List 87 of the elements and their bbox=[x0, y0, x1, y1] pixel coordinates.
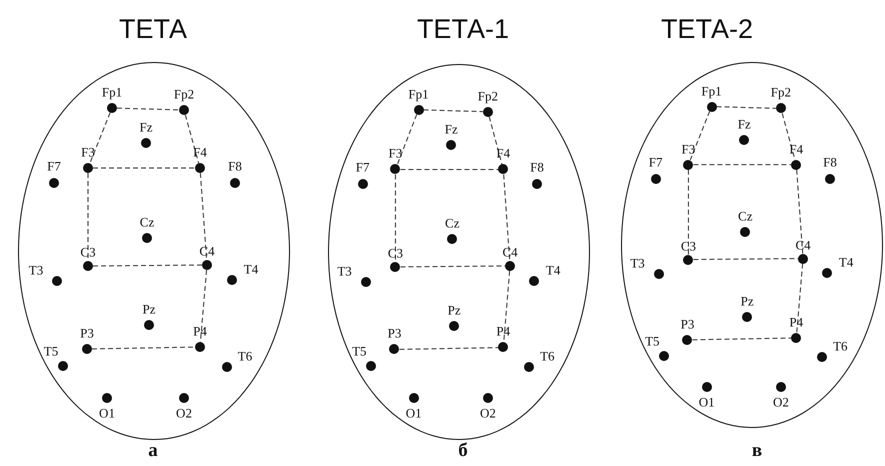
electrode-label: T4 bbox=[244, 262, 258, 276]
electrode-label: F8 bbox=[823, 156, 837, 169]
electrode-label: T5 bbox=[44, 344, 58, 358]
electrode-label: O1 bbox=[99, 406, 115, 420]
connection-line bbox=[92, 346, 196, 350]
electrode-label: O1 bbox=[698, 396, 715, 409]
electrode-label: F7 bbox=[648, 156, 663, 169]
electrode-label: Pz bbox=[448, 303, 461, 316]
electrode-label: T4 bbox=[546, 263, 560, 276]
electrode-label: T3 bbox=[28, 264, 44, 276]
electrode-label: F3 bbox=[682, 142, 696, 156]
electrode-label: F3 bbox=[388, 146, 402, 160]
electrode-label: Fz bbox=[140, 120, 152, 134]
electrode-label: F4 bbox=[193, 146, 207, 158]
connection-line bbox=[782, 112, 796, 160]
electrode-label: T3 bbox=[337, 264, 352, 278]
connection-line bbox=[200, 269, 208, 343]
electrode-label: P3 bbox=[680, 317, 694, 330]
connection-line bbox=[692, 338, 792, 340]
electrode-label: Fp1 bbox=[408, 87, 429, 100]
electrode-label: T5 bbox=[352, 344, 367, 358]
connection-line bbox=[394, 174, 396, 262]
electrode-label: Pz bbox=[142, 302, 156, 316]
connection-line bbox=[184, 114, 200, 164]
electrode-label: Cz bbox=[140, 216, 154, 228]
connection-line bbox=[688, 169, 689, 256]
connection-line bbox=[796, 263, 804, 334]
connection-line bbox=[400, 168, 499, 170]
electrode-label: T6 bbox=[833, 340, 848, 353]
electrode-label: O2 bbox=[480, 406, 496, 420]
electrode-label: Cz bbox=[738, 210, 752, 223]
panel-caption: а bbox=[148, 440, 158, 462]
electrode-label: Pz bbox=[740, 294, 754, 308]
electrode-label: F4 bbox=[496, 146, 510, 160]
electrode-label: C4 bbox=[795, 238, 811, 252]
connection-line bbox=[690, 110, 710, 160]
connection-line bbox=[692, 164, 792, 166]
connection-line bbox=[423, 109, 484, 112]
connection-line bbox=[200, 172, 208, 261]
electrode-label: P4 bbox=[496, 324, 510, 338]
electrode-label: O1 bbox=[406, 406, 422, 420]
connection-line bbox=[398, 347, 499, 350]
electrode-label: C4 bbox=[502, 245, 518, 258]
panel-caption: в bbox=[752, 440, 762, 462]
electrode-label: Fp2 bbox=[770, 86, 791, 99]
electrode-label: F4 bbox=[789, 142, 804, 156]
electrode-label: Fp1 bbox=[701, 84, 722, 98]
electrode-label: P3 bbox=[80, 326, 94, 340]
panel-caption: б bbox=[458, 440, 468, 462]
electrode-label: F8 bbox=[530, 160, 544, 174]
electrode-label: O2 bbox=[772, 396, 789, 409]
electrode-label: C3 bbox=[80, 246, 96, 258]
connection-line bbox=[116, 108, 180, 110]
electrode-label: Fz bbox=[444, 122, 458, 136]
electrode-label: P4 bbox=[193, 324, 207, 338]
electrode-label: P3 bbox=[388, 326, 402, 340]
electrode-label: F7 bbox=[47, 160, 61, 172]
connection-line bbox=[488, 116, 503, 166]
electrode-label: T5 bbox=[645, 334, 660, 348]
panel-title: ТЕТА-2 bbox=[660, 14, 754, 45]
electrode-label: Fp2 bbox=[478, 89, 498, 102]
electrode-label: Cz bbox=[445, 216, 460, 230]
connection-line bbox=[92, 264, 202, 266]
connection-line bbox=[716, 106, 776, 109]
electrode-label: T4 bbox=[838, 256, 854, 269]
electrode-label: F3 bbox=[81, 146, 95, 158]
electrode-label: C3 bbox=[388, 246, 403, 260]
electrode-label: T6 bbox=[540, 350, 555, 363]
connection-line bbox=[503, 174, 510, 262]
electrode-label: P4 bbox=[789, 315, 804, 328]
electrode-label: C4 bbox=[199, 244, 215, 258]
connection-line bbox=[692, 258, 799, 260]
electrode-label: T3 bbox=[630, 256, 645, 270]
connection-line bbox=[396, 114, 418, 166]
electrode-label: F7 bbox=[356, 160, 370, 174]
connection-line bbox=[400, 265, 506, 268]
electrode-label: Fz bbox=[738, 118, 751, 131]
electrode-label: C3 bbox=[680, 239, 696, 252]
electrode-label: F8 bbox=[228, 160, 242, 172]
connection-line bbox=[89, 112, 111, 164]
panel-title: ТЕТА bbox=[118, 14, 188, 45]
panel-title: ТЕТА-1 bbox=[416, 14, 510, 45]
connection-line bbox=[796, 169, 804, 254]
electrode-label: T6 bbox=[238, 350, 252, 362]
electrode-label: Fp2 bbox=[174, 88, 194, 100]
electrode-label: O2 bbox=[176, 406, 192, 420]
electrode-label: Fp1 bbox=[102, 86, 122, 98]
